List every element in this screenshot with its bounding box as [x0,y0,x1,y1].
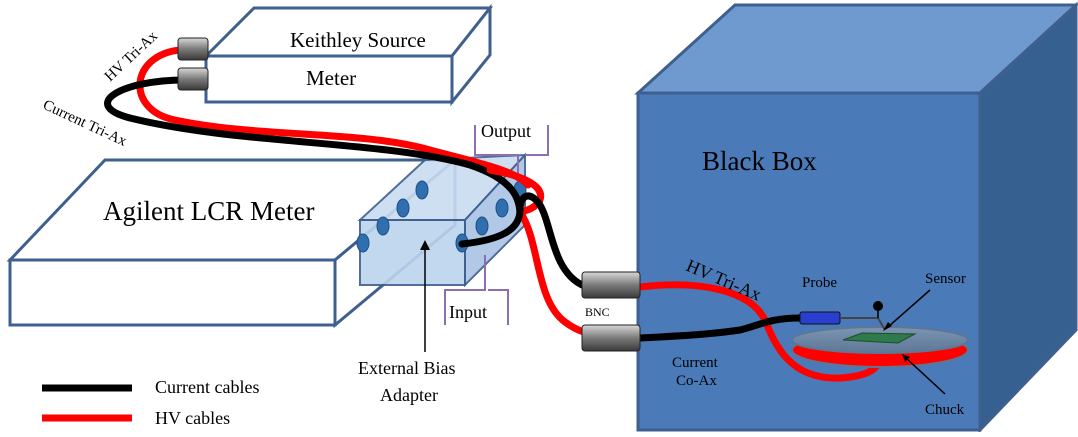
input-label: Input [449,302,487,322]
keithley-label-line2: Meter [306,66,356,90]
sensor-chip [842,332,917,344]
input-bracket-right [488,289,509,325]
hv-cable-inside-box [636,281,884,382]
connector [356,233,370,253]
agilent-label: Agilent LCR Meter [103,196,314,226]
agilent-lcr-meter: Agilent LCR Meter [6,156,460,329]
sensor-arrow [887,289,931,328]
chuck-arrow-head [902,354,910,362]
sensor-label: Sensor [925,271,966,287]
current-triax-label: Current Tri-Ax [40,97,129,150]
chuck-label: Chuck [925,402,965,418]
output-bracket [474,125,549,178]
external-bias-adapter: External Bias Adapter [356,152,528,405]
probe-tip [877,317,886,331]
black-box: Black Box [634,1,1078,434]
bnc-connectors-box [581,271,641,352]
current-cable-keithley [104,76,524,219]
sensor [842,332,917,344]
current-cable-to-bnc [458,192,586,289]
connector [396,198,410,218]
adapter-arrow-head [420,240,430,250]
connector [376,216,390,236]
current-cable-inside-box [636,314,804,342]
current-coax-label-line1: Current [672,355,719,371]
connector-hv-keithley [177,37,209,61]
current-coax-label-line2: Co-Ax [676,373,717,389]
adapter-label-line2: Adapter [380,385,438,405]
probe-body [799,311,841,325]
bnc-connector-top [581,271,641,299]
adapter-label-line1: External Bias [358,358,455,378]
agilent-front [8,258,337,327]
legend-current-label: Current cables [155,377,259,397]
connector [475,216,489,236]
connector-current-keithley [177,67,209,91]
output-label: Output [481,121,531,141]
keithley-front [204,54,454,104]
connector [495,198,509,218]
keithley-label-line1: Keithley Source [290,28,426,52]
chuck-arrow [905,357,946,395]
keithley-source-meter: Keithley Source Meter [202,3,494,107]
sensor-arrow-head [883,322,892,331]
legend: Current cables HV cables [42,377,259,428]
input-bracket [444,255,509,325]
output-bracket-left [474,125,519,178]
connector [415,180,429,200]
black-box-label: Black Box [702,146,817,176]
tri-ax-connectors-keithley [177,37,209,91]
adapter-front [359,219,466,286]
legend-hv-label: HV cables [155,408,230,428]
input-bracket-left [444,255,486,325]
bnc-connector-bottom [581,324,641,352]
probe-label: Probe [802,275,837,291]
output-bracket-right [525,125,549,156]
probe [799,301,886,331]
bnc-label: BNC [585,305,610,319]
